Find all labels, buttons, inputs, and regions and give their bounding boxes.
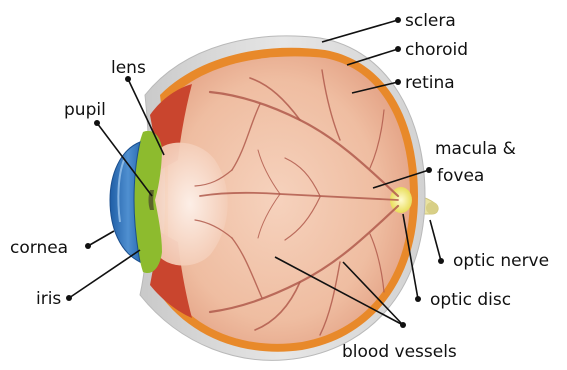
label-iris: iris: [36, 289, 61, 309]
label-choroid: choroid: [405, 40, 468, 60]
label-pupil: pupil: [64, 100, 106, 120]
optic-nerve-end: [426, 202, 438, 214]
label-blood-vessels: blood vessels: [342, 342, 457, 362]
label-fovea: fovea: [437, 166, 484, 186]
label-sclera: sclera: [405, 11, 456, 31]
label-lens: lens: [111, 58, 146, 78]
label-optic-nerve: optic nerve: [453, 251, 549, 271]
label-retina: retina: [405, 73, 455, 93]
label-optic-disc: optic disc: [430, 290, 511, 310]
label-cornea: cornea: [10, 238, 68, 258]
label-macula: macula &: [435, 139, 516, 159]
